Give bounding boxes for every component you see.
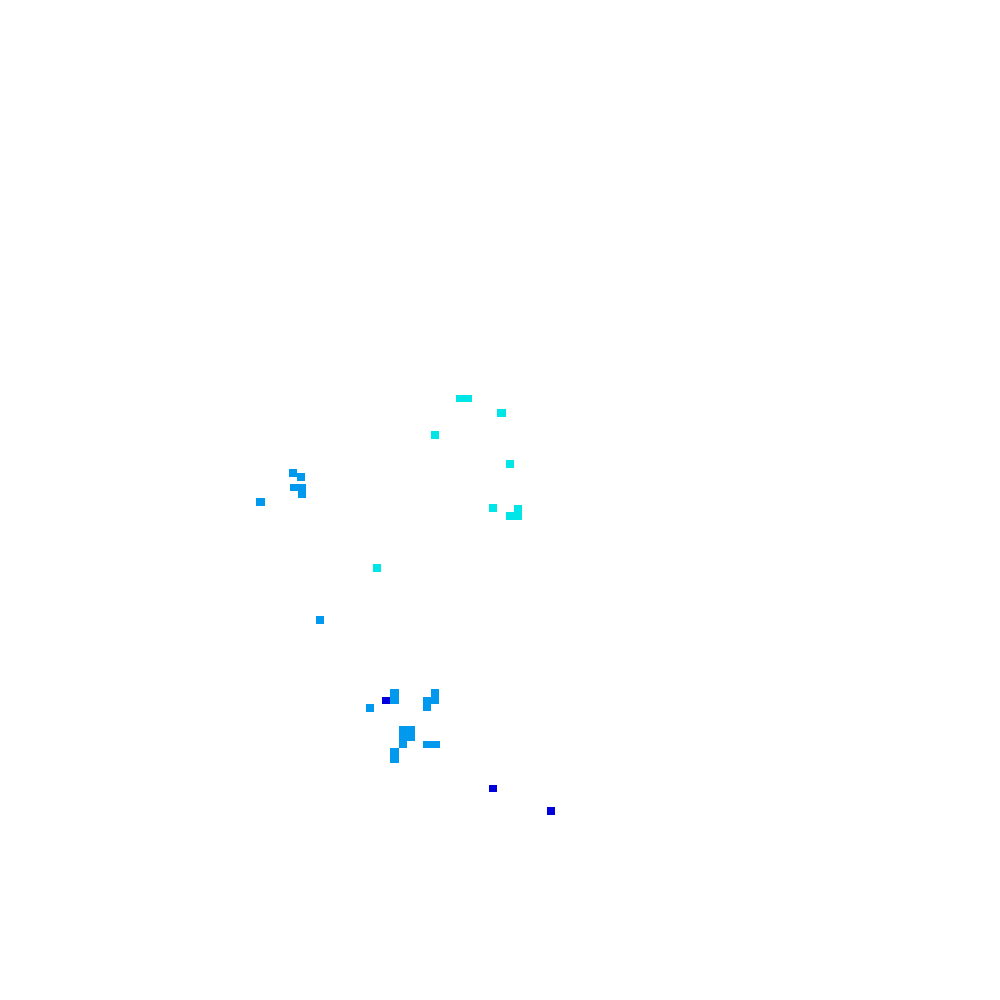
cyan-map-cell: [497, 409, 506, 417]
light-blue-map-cell: [289, 469, 297, 477]
light-blue-map-cell: [390, 689, 399, 704]
cyan-map-cell: [373, 564, 381, 572]
dark-blue-map-cell: [547, 807, 555, 815]
cyan-map-cell: [456, 395, 472, 402]
light-blue-map-cell: [290, 484, 306, 491]
light-blue-map-cell: [399, 726, 415, 741]
light-blue-map-cell: [298, 490, 306, 498]
dark-blue-map-cell: [489, 785, 497, 792]
cyan-map-cell: [489, 504, 497, 512]
light-blue-map-cell: [423, 697, 431, 711]
cyan-map-cell: [431, 431, 439, 439]
light-blue-map-cell: [431, 689, 439, 704]
cyan-map-cell: [506, 460, 514, 468]
cyan-map-cell: [506, 512, 522, 520]
light-blue-map-cell: [366, 704, 374, 712]
cyan-map-cell: [514, 505, 522, 512]
light-blue-map-cell: [423, 741, 440, 748]
light-blue-map-cell: [316, 616, 324, 624]
dark-blue-map-cell: [382, 697, 390, 704]
light-blue-map-cell: [399, 740, 407, 748]
light-blue-map-cell: [256, 498, 265, 506]
light-blue-map-cell: [297, 473, 305, 481]
light-blue-map-cell: [390, 748, 399, 763]
